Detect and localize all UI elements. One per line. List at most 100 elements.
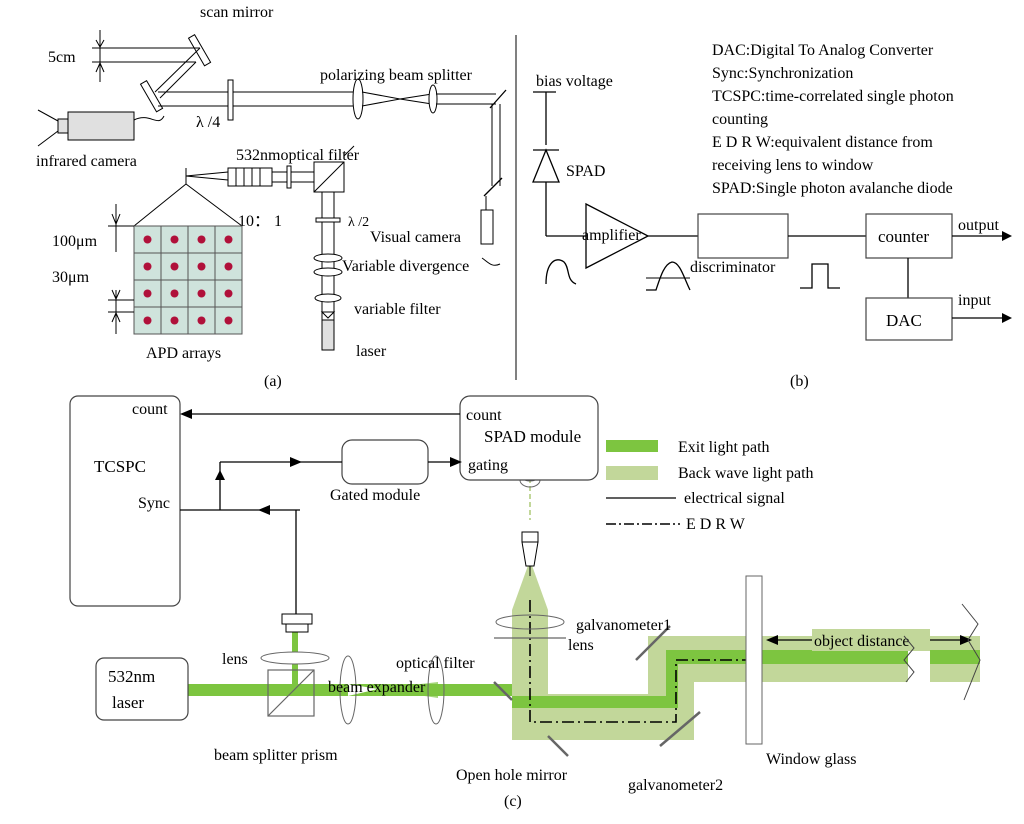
scan-mirror-label: scan mirror xyxy=(200,4,274,21)
count-left-label: count xyxy=(132,401,168,418)
apd-pixel-dot xyxy=(197,289,206,298)
break-mark-left xyxy=(903,635,915,683)
quarter-wave-plate xyxy=(227,79,234,121)
back-wave-cone xyxy=(512,560,548,710)
apd-pixel-dot xyxy=(197,316,206,325)
panel-c: TCSPC count Sync count SPAD module gatin… xyxy=(69,395,981,810)
window-glass-label: Window glass xyxy=(766,751,856,768)
lens-right-label: lens xyxy=(568,637,594,654)
counter-label: counter xyxy=(878,227,929,246)
second-lens xyxy=(428,84,438,114)
scan-mirror-upper xyxy=(187,33,212,67)
apd-pixel-dot xyxy=(143,235,152,244)
scan-mirror-lower xyxy=(139,79,164,113)
apd-pixel-dot xyxy=(143,262,152,271)
counter-box xyxy=(865,213,953,259)
panel-b-legend-4: counting xyxy=(712,111,768,128)
legend-exit-label: Exit light path xyxy=(678,439,770,456)
pbs-label: polarizing beam splitter xyxy=(320,67,473,84)
lambda-4-label: λ /4 xyxy=(196,114,220,131)
filter-532-label: 532nmoptical filter xyxy=(236,147,360,164)
panel-b: DAC:Digital To Analog Converter Sync:Syn… xyxy=(532,42,1012,390)
open-hole-mirror-right xyxy=(547,735,569,757)
output-label: output xyxy=(958,217,999,234)
apd-pixel-dot xyxy=(224,289,233,298)
visual-camera-body xyxy=(480,209,494,245)
apd-pixel-dot xyxy=(197,262,206,271)
panel-a-laser xyxy=(321,319,335,351)
gated-module-label: Gated module xyxy=(330,487,420,504)
amplifier-waveform xyxy=(646,261,691,291)
infrared-camera-label: infrared camera xyxy=(36,153,137,170)
apd-pixel-dot xyxy=(224,316,233,325)
discriminator-label: discriminator xyxy=(690,259,776,276)
discriminator-box xyxy=(697,213,789,259)
tcspc-box xyxy=(69,395,181,607)
lens-left-label: lens xyxy=(222,651,248,668)
beam-expander-label: beam expander xyxy=(328,679,426,696)
galvanometer1-label: galvanometer1 xyxy=(576,617,671,634)
amplifier-symbol xyxy=(585,202,650,270)
gated-module-box xyxy=(341,439,429,485)
laser-532-line1: 532nm xyxy=(108,667,155,686)
laser-532-line2: laser xyxy=(112,693,144,712)
open-hole-mirror-label: Open hole mirror xyxy=(456,767,568,784)
legend-electrical-label: electrical signal xyxy=(684,490,785,507)
optical-filter-label: optical filter xyxy=(396,655,475,672)
panel-a-caption: (a) xyxy=(264,373,282,390)
panel-b-legend-3: TCSPC:time-correlated single photon xyxy=(712,88,954,105)
apd-arrays-label: APD arrays xyxy=(146,345,221,362)
variable-divergence-label: Variable divergence xyxy=(342,258,469,275)
apd-pixel-dot xyxy=(143,316,152,325)
pbs-lens xyxy=(352,78,364,120)
legend-edrw-label: E D R W xyxy=(686,516,746,533)
left-lens xyxy=(260,651,330,665)
legend-exit-swatch xyxy=(606,440,658,452)
amplifier-label: amplifier xyxy=(582,227,641,244)
panel-b-legend-7: SPAD:Single photon avalanche diode xyxy=(712,180,953,197)
apd-array-grid xyxy=(133,225,243,335)
dim-100um-label: 100μm xyxy=(52,233,98,250)
objective-lens xyxy=(227,167,273,187)
open-hole-mirror-left xyxy=(493,681,513,701)
panel-a: 5cm scan mirror λ /4 polarizing beam spl… xyxy=(36,4,507,390)
apd-pixel-dot xyxy=(224,235,233,244)
apd-pixel-dot xyxy=(170,262,179,271)
sync-label: Sync xyxy=(138,495,170,512)
photodiode xyxy=(281,613,313,625)
receive-lens xyxy=(495,614,565,630)
object-distance-label: object distance xyxy=(814,633,910,650)
count-right-label: count xyxy=(466,407,502,424)
spad-waveform xyxy=(545,259,577,285)
spad-diode-symbol xyxy=(532,148,560,183)
infrared-camera-body xyxy=(67,111,135,141)
visual-camera-label: Visual camera xyxy=(370,229,461,246)
dac-box xyxy=(865,297,953,341)
galvanometer2-label: galvanometer2 xyxy=(628,777,723,794)
panel-b-legend-1: DAC:Digital To Analog Converter xyxy=(712,42,934,59)
panel-b-legend-6: receiving lens to window xyxy=(712,157,874,174)
laser-532-box xyxy=(95,657,189,721)
galvanometer-2 xyxy=(659,711,701,747)
fiber-coupler xyxy=(521,531,539,543)
dac-label: DAC xyxy=(886,311,922,330)
half-wave-plate xyxy=(315,217,341,223)
beam-splitter-prism-label: beam splitter prism xyxy=(214,747,338,764)
spad-label: SPAD xyxy=(566,163,605,180)
variable-divergence-lens xyxy=(313,253,343,263)
apd-pixel-dot xyxy=(197,235,206,244)
panel-a-laser-label: laser xyxy=(356,343,387,360)
beam-expander-lens-2 xyxy=(427,655,445,725)
break-mark-right xyxy=(961,603,981,701)
beam-splitter-prism xyxy=(267,669,315,717)
apd-pixel-dot xyxy=(224,262,233,271)
window-glass xyxy=(745,575,763,745)
edrw-path xyxy=(529,600,756,723)
panel-b-legend-5: E D R W:equivalent distance from xyxy=(712,134,933,151)
panel-b-caption: (b) xyxy=(790,373,809,390)
panel-c-caption: (c) xyxy=(504,793,522,810)
discriminator-waveform xyxy=(800,263,840,289)
legend-back-label: Back wave light path xyxy=(678,465,814,482)
